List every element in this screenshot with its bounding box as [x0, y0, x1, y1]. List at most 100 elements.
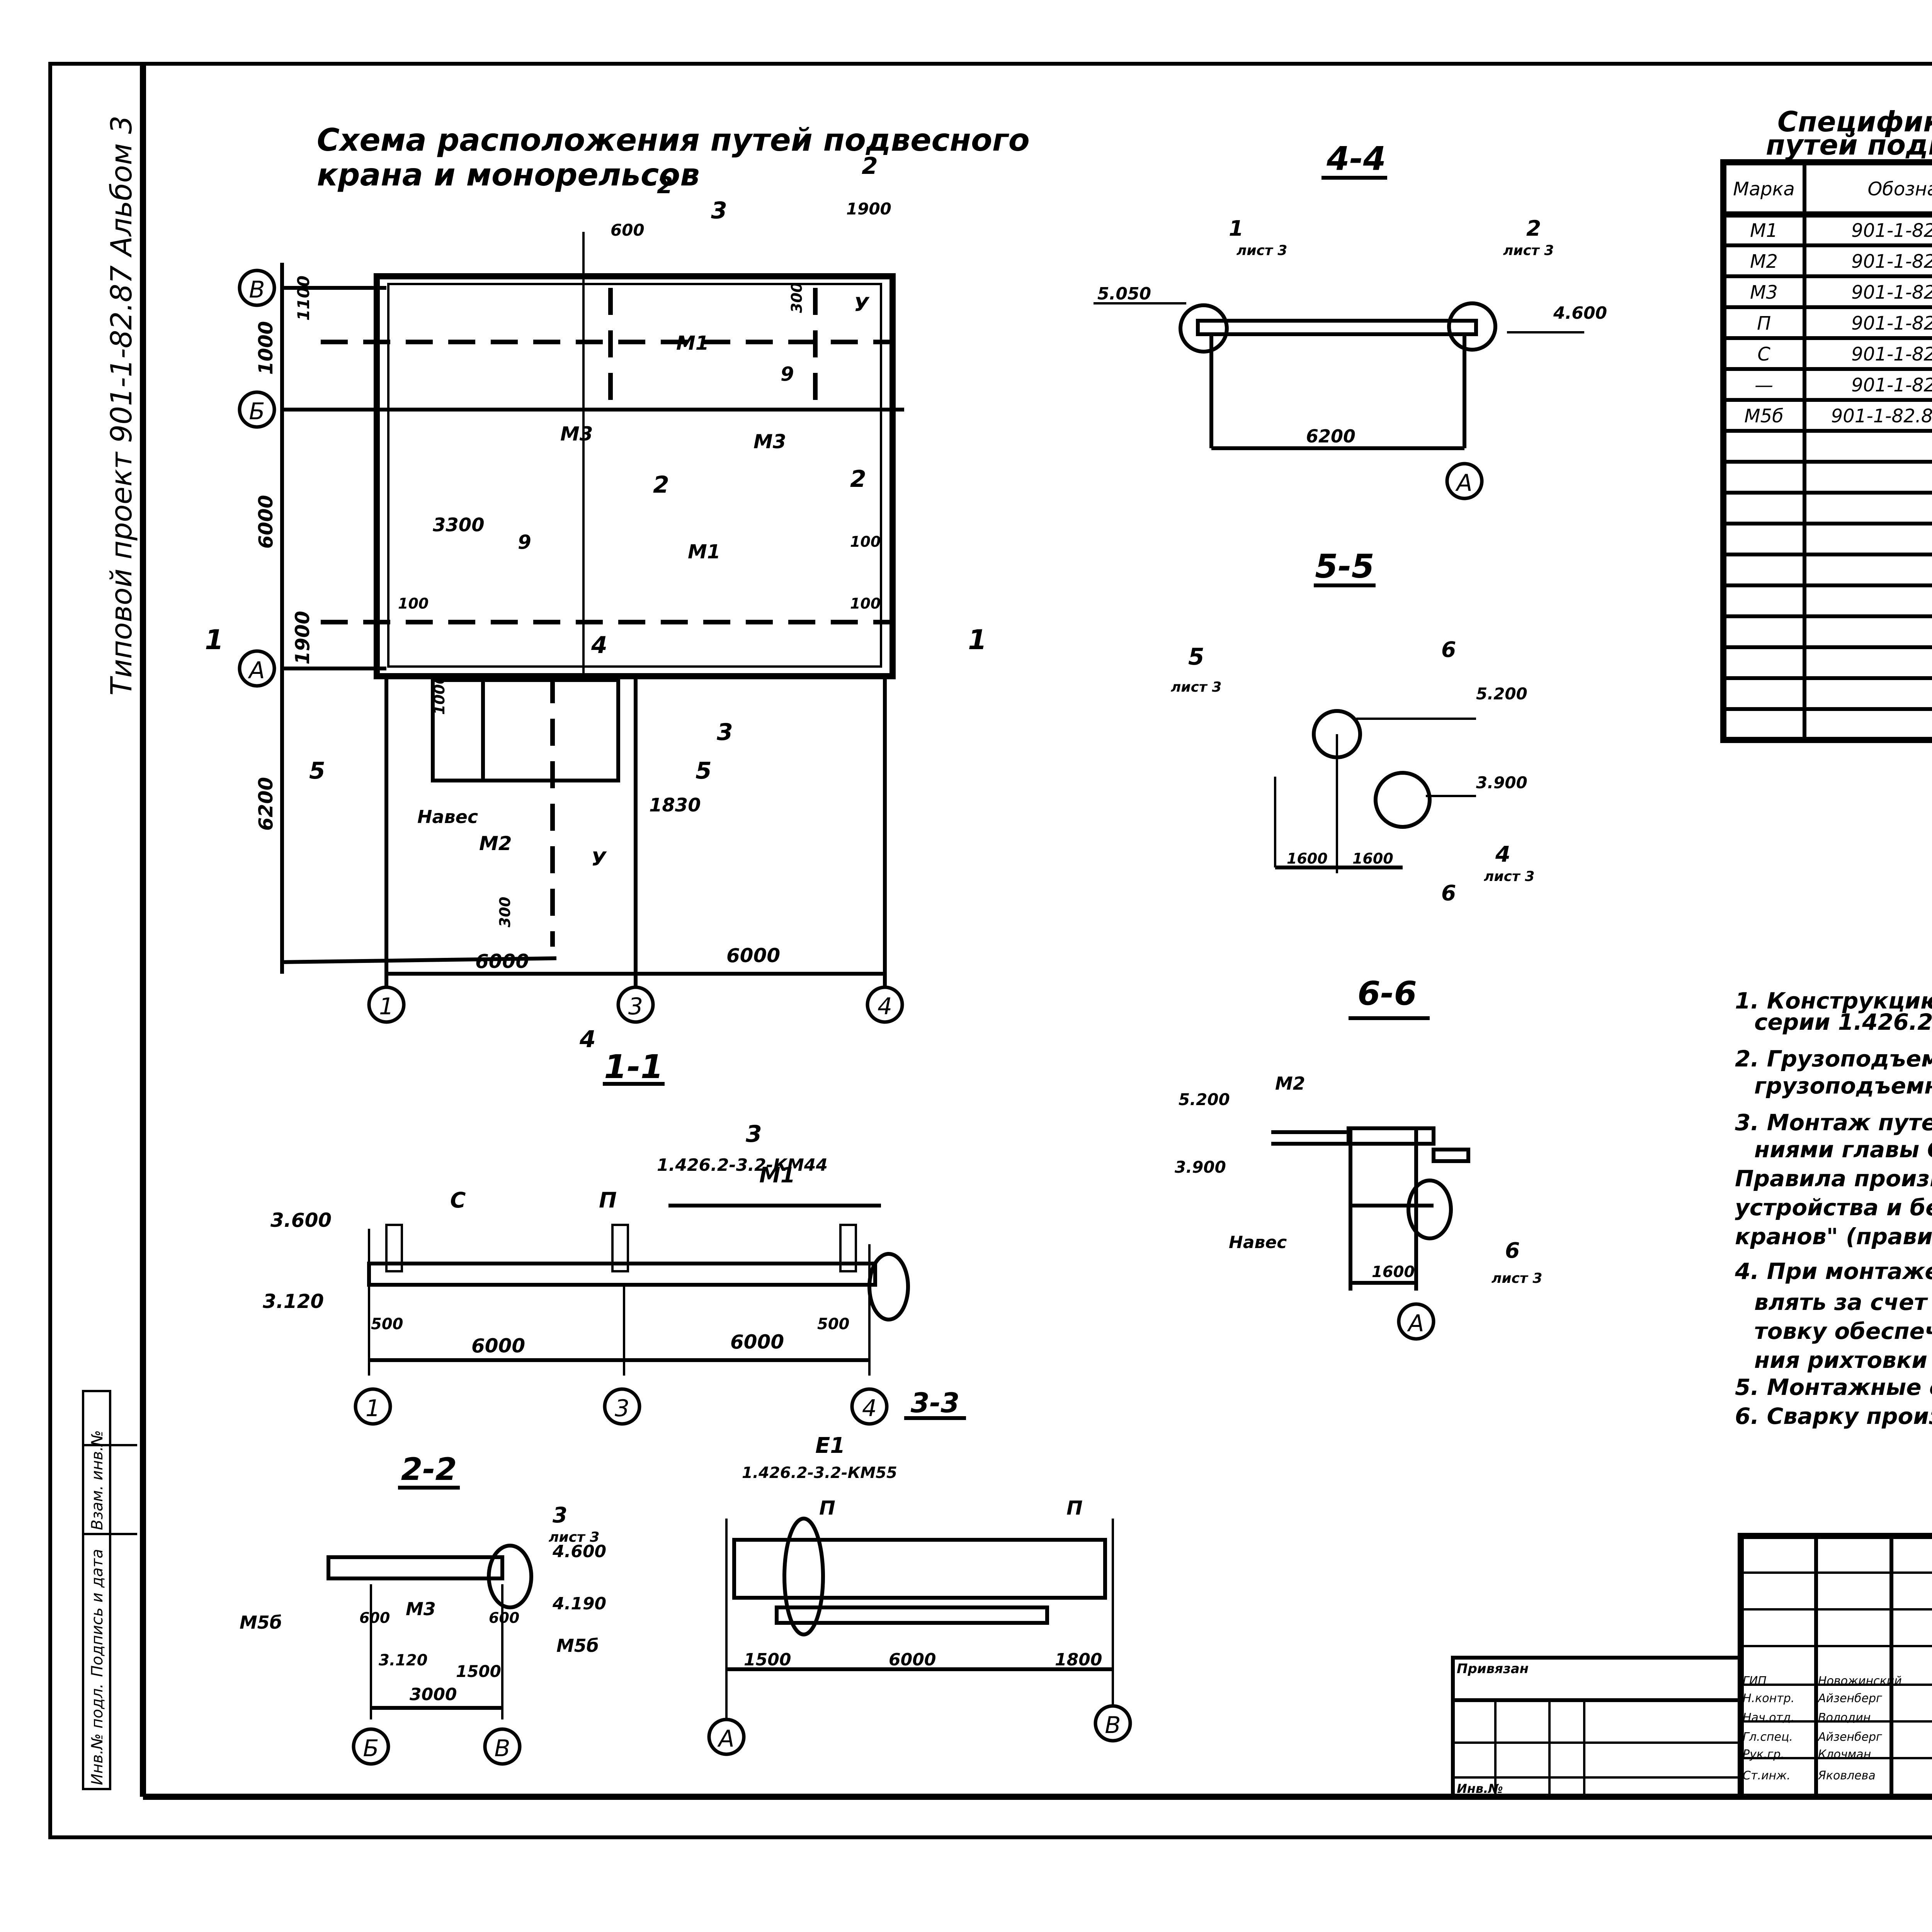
svg-text:Навес: Навес — [1229, 1233, 1287, 1252]
spec-cell-designation: 901-1-82.87-КЖИ-М5 — [1831, 405, 1932, 427]
svg-text:4: 4 — [1495, 842, 1510, 867]
elev-bottom: 3.120 — [263, 1290, 324, 1313]
svg-text:100: 100 — [850, 595, 881, 612]
svg-text:лист 3: лист 3 — [1171, 679, 1221, 695]
svg-text:1600: 1600 — [1372, 1263, 1415, 1281]
spec-cell-designation: 901-1-82.87-КМ3 — [1851, 313, 1932, 334]
dim-label: 3300 — [433, 514, 485, 536]
spec-header-cell: Обозначение — [1867, 179, 1932, 200]
svg-text:М3: М3 — [406, 1599, 436, 1619]
section-3-3-drawing: 3-3 Е1 1.426.2-3.2-КМ55 П П 1500 6000 18… — [707, 1387, 1132, 1756]
spec-cell-mark: М5б — [1744, 405, 1784, 427]
axis-bubble-a — [238, 649, 276, 688]
section-title-6-6: 6-6 — [1357, 975, 1417, 1013]
svg-text:3: 3 — [615, 1395, 629, 1422]
svg-text:3: 3 — [553, 1503, 567, 1527]
section-title-3-3: 3-3 — [911, 1387, 959, 1419]
label-m3: М3 — [560, 423, 593, 445]
specification: Спецификация к схеме расположения путей … — [1720, 105, 1932, 743]
role-label: Н.контр. — [1743, 1692, 1794, 1705]
general-notes: 1. Конструкцию путей подвесного крана вы… — [1735, 988, 1932, 1429]
dim-label: 6200 — [255, 777, 277, 831]
role-label: Ст.инж. — [1743, 1769, 1791, 1782]
svg-text:2: 2 — [1526, 216, 1541, 241]
section-5-5-drawing: 5-5 5 лист 3 4 лист 3 5.200 3.900 6 6 16… — [1171, 548, 1534, 905]
outer-frame — [48, 62, 1932, 1839]
cut-mark: 3 — [717, 719, 733, 746]
cut-mark: 2 — [850, 466, 866, 493]
svg-text:300: 300 — [788, 282, 805, 313]
svg-text:А: А — [1455, 469, 1472, 497]
role-name: Айзенберг — [1817, 1730, 1882, 1744]
svg-text:Е1: Е1 — [815, 1433, 845, 1458]
svg-text:6: 6 — [1441, 881, 1456, 905]
section-title-4-4: 4-4 — [1326, 140, 1386, 178]
svg-text:5: 5 — [1188, 643, 1204, 670]
svg-text:6: 6 — [1505, 1238, 1520, 1263]
axis-bubble-b — [238, 390, 276, 429]
plan-drawing: Схема расположения путей подвесного кран… — [205, 122, 1030, 1086]
svg-text:600: 600 — [359, 1609, 390, 1626]
svg-text:5.050: 5.050 — [1097, 284, 1151, 304]
margin-stamp-replace: Взам. инв.№ — [88, 1430, 106, 1530]
svg-text:1800: 1800 — [1055, 1650, 1102, 1670]
beam-m1 — [367, 1262, 877, 1287]
spec-header-cell: Марка — [1733, 179, 1795, 200]
dim-label: 6000 — [726, 944, 780, 967]
svg-text:3.120: 3.120 — [379, 1651, 428, 1669]
callout-ref: 1.426.2-3.2-КМ44 — [657, 1155, 828, 1175]
label-u: У — [854, 293, 870, 316]
svg-text:В: В — [1105, 1712, 1121, 1739]
plan-title-line1: Схема расположения путей подвесного — [317, 122, 1030, 158]
cut-mark: 5 — [309, 757, 325, 784]
svg-text:6000: 6000 — [730, 1331, 784, 1353]
beam-4-4 — [1196, 319, 1478, 336]
note-line: кранов" (правила Госгортехнадзора). — [1735, 1223, 1932, 1250]
dim-label: 1000 — [255, 321, 277, 375]
svg-text:лист 3: лист 3 — [549, 1529, 599, 1545]
svg-text:В: В — [249, 276, 265, 303]
cut-mark: 2 — [657, 172, 673, 199]
svg-text:П: П — [819, 1497, 835, 1519]
label-9: 9 — [518, 531, 531, 553]
label-m1: М1 — [688, 541, 721, 563]
note-line: влять за счет рихтовочного зазора, гориз… — [1754, 1289, 1932, 1315]
svg-text:П: П — [599, 1188, 617, 1213]
detail-circle — [867, 1252, 910, 1321]
svg-text:3.900: 3.900 — [1175, 1158, 1226, 1177]
svg-text:1: 1 — [379, 993, 394, 1020]
svg-text:6200: 6200 — [1306, 426, 1355, 447]
spec-cell-mark: П — [1757, 313, 1771, 334]
cut-mark: 4 — [591, 632, 607, 659]
svg-text:1600: 1600 — [1352, 850, 1393, 867]
role-name: Яковлева — [1818, 1769, 1876, 1782]
svg-text:М5б: М5б — [556, 1635, 599, 1656]
spec-cell-mark: С — [1757, 344, 1770, 365]
svg-text:1.426.2-3.2-КМ55: 1.426.2-3.2-КМ55 — [742, 1464, 897, 1482]
svg-text:А: А — [1406, 1310, 1424, 1337]
svg-text:1000: 1000 — [431, 674, 448, 715]
note-line: 5. Монтажные соединения на болтах и свар… — [1735, 1374, 1932, 1400]
svg-text:А: А — [247, 657, 265, 684]
svg-text:4: 4 — [862, 1395, 877, 1422]
svg-text:1: 1 — [1229, 216, 1243, 241]
svg-text:4.600: 4.600 — [552, 1542, 606, 1561]
cut-mark: 2 — [862, 153, 878, 180]
svg-text:С: С — [450, 1188, 466, 1213]
section-title-2-2: 2-2 — [401, 1451, 457, 1487]
svg-text:М1: М1 — [759, 1163, 795, 1187]
section-4-4-drawing: 4-4 1 лист 3 2 лист 3 5.050 4.600 6200 А — [1094, 140, 1607, 500]
svg-text:4.600: 4.600 — [1553, 303, 1607, 323]
note-line: ниями главы СНиП III-18-75 „Металлически… — [1754, 1136, 1932, 1163]
note-line: 6. Сварку производить электродами Э42 ГО… — [1735, 1403, 1932, 1429]
svg-text:В: В — [494, 1735, 510, 1762]
dim-label: 1830 — [649, 794, 701, 816]
label-m3: М3 — [753, 430, 786, 453]
svg-text:лист 3: лист 3 — [1236, 243, 1287, 259]
note-line: Правила производства и приемки работ" и … — [1735, 1165, 1932, 1192]
svg-text:500: 500 — [371, 1315, 403, 1333]
role-name: Новожинский — [1818, 1674, 1902, 1688]
role-name: Айзенберг — [1817, 1692, 1882, 1705]
svg-text:лист 3: лист 3 — [1484, 869, 1534, 884]
